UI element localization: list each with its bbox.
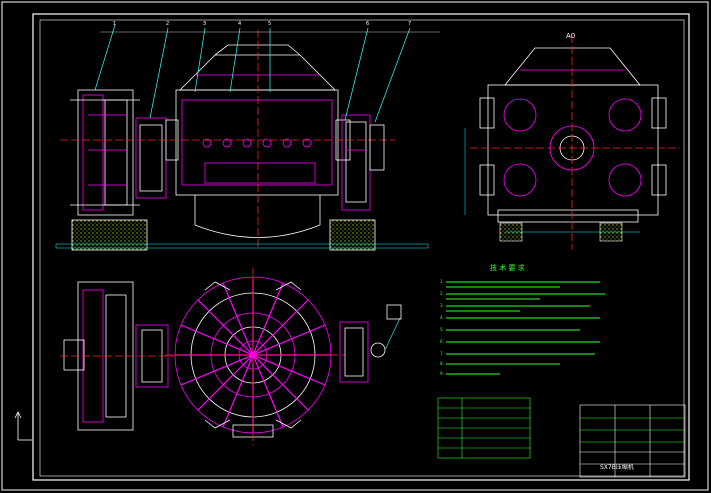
parameter-table xyxy=(437,397,531,459)
svg-text:6: 6 xyxy=(366,21,369,27)
requirement-8: 8. xyxy=(440,361,444,366)
svg-text:3: 3 xyxy=(203,21,206,27)
ucs-axis-icon xyxy=(14,411,32,441)
requirements-title: 技 术 要 求 xyxy=(490,263,525,272)
requirement-1: 1. xyxy=(440,279,444,284)
front-view-left-assembly xyxy=(70,89,167,216)
side-view-A0 xyxy=(464,35,680,250)
requirements-list: 1. 2. 3. 4. 5. 6. 7. 8. 9. xyxy=(440,279,444,376)
plan-view-left-assembly xyxy=(60,281,175,431)
requirement-4: 4. xyxy=(440,315,444,320)
front-view-right-assembly xyxy=(341,114,385,211)
requirement-3: 3. xyxy=(440,303,444,308)
foundation-blocks xyxy=(55,219,623,251)
requirement-6: 6. xyxy=(440,339,444,344)
requirements-text-lines xyxy=(446,281,605,375)
svg-text:1: 1 xyxy=(113,21,116,27)
requirement-7: 7. xyxy=(440,351,444,356)
section-label-A0: A0 xyxy=(566,32,575,40)
title-block xyxy=(579,404,686,478)
front-view-central-body xyxy=(60,30,395,250)
part-balloon-numbers: 1 2 3 4 5 6 7 xyxy=(113,21,411,27)
requirement-9: 9. xyxy=(440,371,444,376)
requirement-5: 5. xyxy=(440,327,444,332)
title-block-name: SX7B压缩机 xyxy=(600,463,634,471)
svg-text:2: 2 xyxy=(166,21,169,27)
requirement-2: 2. xyxy=(440,291,444,296)
plan-view-right-assembly xyxy=(339,304,402,383)
svg-text:7: 7 xyxy=(408,21,411,27)
svg-text:4: 4 xyxy=(238,21,241,27)
part-leader-lines xyxy=(94,24,440,123)
svg-text:5: 5 xyxy=(268,21,271,27)
plan-view-radial-body xyxy=(165,268,345,445)
